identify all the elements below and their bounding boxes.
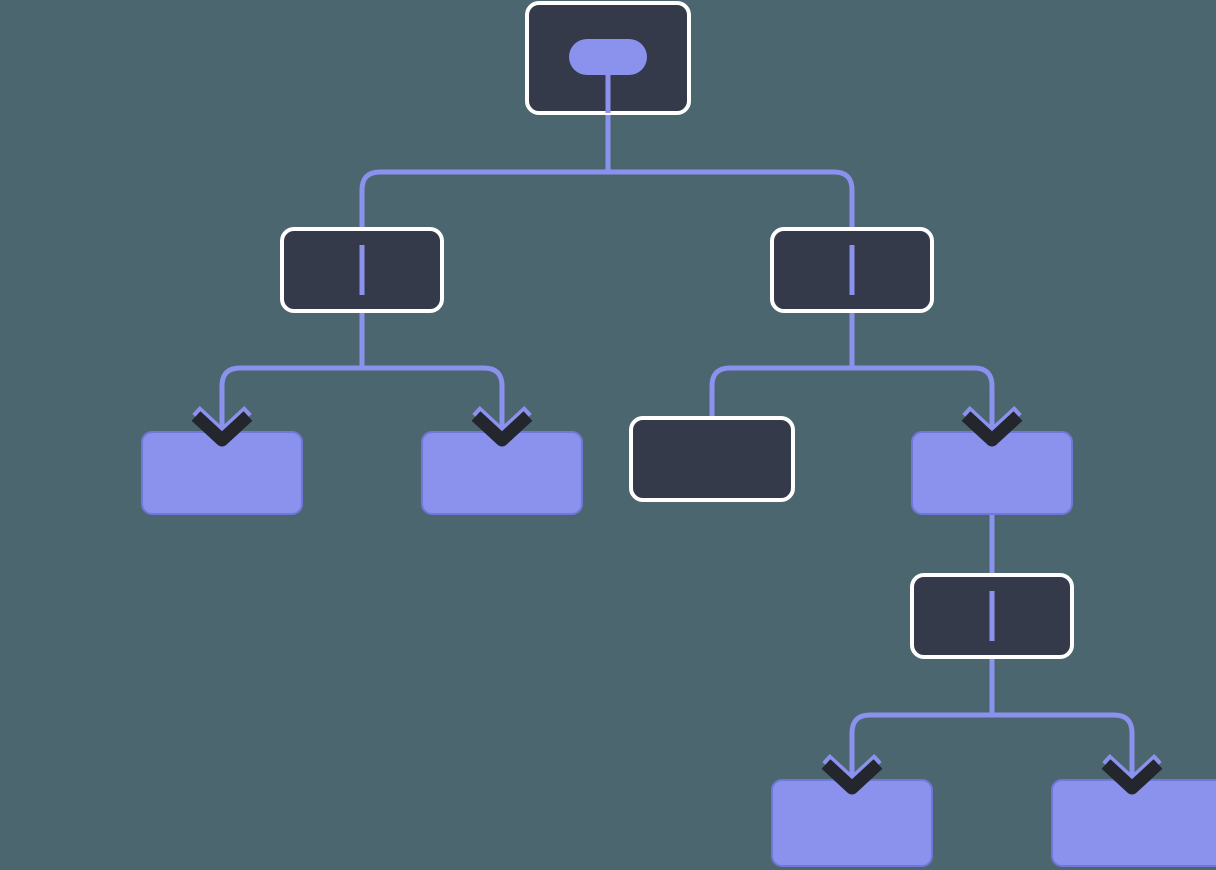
arrow-chevron: [471, 411, 533, 447]
arrowhead-arrow-leaf-b: [471, 405, 533, 447]
connector-right-branch-to-leaves: [709, 311, 995, 440]
connector-branch: [362, 365, 505, 440]
arrowhead-arrow-leaf-a: [191, 405, 253, 447]
node-inner-pill: [569, 39, 647, 75]
arrowhead-arrow-branch-node: [961, 405, 1023, 447]
arrowhead-arrow-leaf-d: [821, 753, 883, 795]
connector-sub-to-leaves: [849, 657, 1135, 788]
connector-left-branch-to-leaves: [219, 311, 505, 440]
node-body[interactable]: [629, 416, 795, 502]
arrow-chevron: [961, 411, 1023, 447]
connector-branch: [992, 712, 1135, 788]
connector-branch: [849, 712, 992, 788]
connector-root-to-branches: [359, 113, 855, 229]
node-right-branch[interactable]: [770, 227, 934, 313]
arrowhead-layer: [191, 405, 1163, 795]
connector-branch: [359, 169, 608, 229]
connector-branch: [608, 169, 855, 229]
connector-branch: [219, 365, 362, 440]
node-layer: [141, 1, 1216, 867]
node-root[interactable]: [525, 1, 691, 115]
connector-branch: [852, 365, 995, 440]
arrow-chevron: [1101, 759, 1163, 795]
node-leaf-c[interactable]: [629, 416, 795, 502]
arrow-chevron: [191, 411, 253, 447]
node-sub-branch[interactable]: [910, 573, 1074, 659]
arrowhead-arrow-leaf-e: [1101, 753, 1163, 795]
connector-branch: [709, 365, 852, 418]
connector-layer: [219, 113, 1135, 788]
arrow-chevron: [821, 759, 883, 795]
node-left-branch[interactable]: [280, 227, 444, 313]
